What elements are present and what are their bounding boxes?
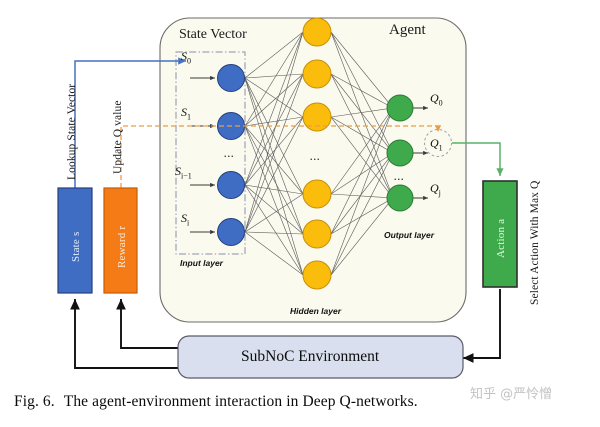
output-node (386, 94, 414, 122)
hidden-node (302, 59, 332, 89)
agent-title: Agent (389, 22, 426, 38)
figure-caption: Fig. 6. The agent-environment interaction… (14, 393, 590, 411)
input-stub-arrows (190, 75, 215, 235)
q-label-q0: Q0 (430, 91, 443, 108)
action-block[interactable] (482, 180, 518, 288)
input-layer-nodes (217, 64, 245, 246)
output-layer-nodes (386, 94, 414, 212)
environment-block[interactable] (177, 335, 464, 379)
update-q-dashed-path (120, 125, 442, 188)
output-node (386, 139, 414, 167)
lookup-state-vector-label: Lookup State Vector (66, 83, 78, 180)
env-to-state-path (70, 298, 178, 369)
input-node (217, 64, 245, 92)
hidden-node (302, 219, 332, 249)
input-node (217, 218, 245, 246)
hidden-node (302, 102, 332, 132)
input-layer-caption: Input layer (180, 258, 223, 268)
hidden-layer-caption: Hidden layer (290, 306, 342, 316)
hidden-node (302, 179, 332, 209)
action-block-label: Action a (495, 218, 507, 258)
agent-panel (159, 17, 467, 323)
lookup-state-vector-path (74, 57, 187, 188)
state-block[interactable] (57, 187, 93, 294)
links-hidden-output (330, 31, 394, 276)
select-action-path (452, 142, 504, 177)
output-layer-caption: Output layer (384, 230, 435, 240)
hidden-layer-nodes (302, 17, 332, 290)
input-label-s1: S1 (181, 105, 191, 122)
action-to-env-path (462, 289, 501, 363)
output-layer-ellipsis: ... (394, 172, 405, 182)
hidden-node (302, 260, 332, 290)
state-vector-title: State Vector (179, 27, 247, 42)
input-label-si: Si (181, 211, 190, 228)
input-node (217, 171, 245, 199)
q-label-q1: Q1 (430, 136, 443, 153)
hidden-node (302, 17, 332, 47)
reward-block[interactable] (103, 187, 138, 294)
figure-number: Fig. 6. (14, 393, 55, 410)
env-to-reward-path (116, 298, 178, 349)
select-action-label: Select Action With Max Q (529, 180, 541, 305)
figure-caption-text: The agent-environment interaction in Dee… (63, 393, 418, 410)
links-input-hidden (244, 31, 304, 276)
q-label-qj: Qj (430, 181, 441, 198)
state-block-label: State s (70, 231, 82, 262)
output-node (386, 184, 414, 212)
hidden-layer-ellipsis: ... (310, 152, 321, 162)
q1-highlight-circle (424, 129, 452, 157)
input-label-s0: S0 (181, 49, 191, 66)
input-label-si-minus-1: Si−1 (175, 164, 192, 181)
environment-block-label: SubNoC Environment (241, 348, 380, 365)
state-vector-boundary (175, 51, 246, 255)
reward-block-label: Reward r (116, 225, 128, 268)
input-layer-ellipsis: ... (224, 149, 235, 159)
update-q-value-label: Update Q value (112, 100, 124, 174)
